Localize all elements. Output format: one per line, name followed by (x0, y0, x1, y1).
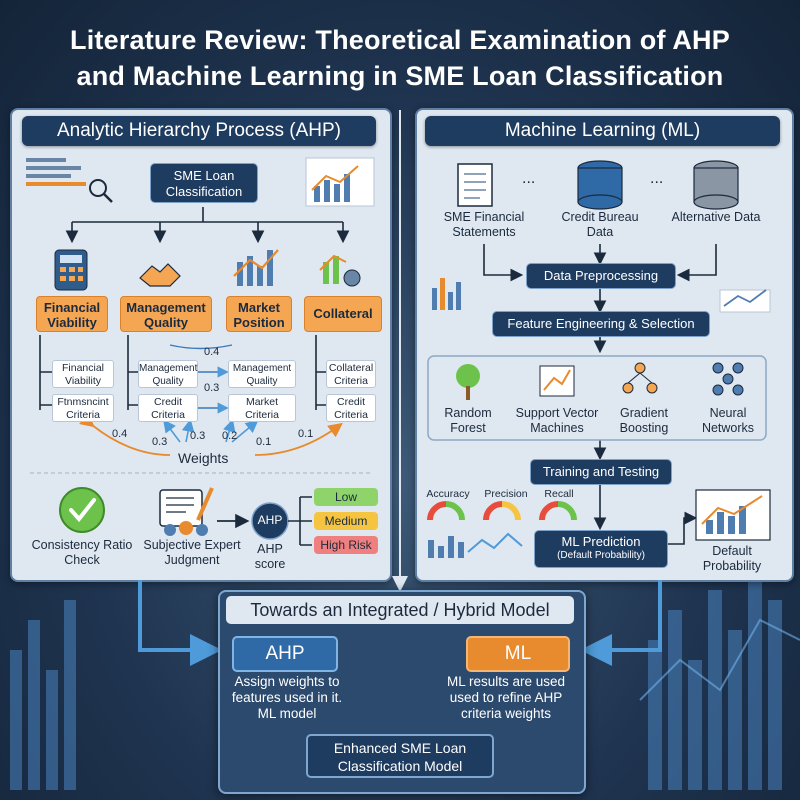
feature-engineering-box: Feature Engineering & Selection (492, 311, 710, 337)
ml-panel-header: Machine Learning (ML) (425, 116, 780, 146)
source-credit-bureau: Credit Bureau Data (561, 210, 639, 239)
title-line-2: and Machine Learning in SME Loan Classif… (76, 61, 724, 91)
weight-value-1: 0.4 (112, 428, 128, 440)
sub-criterion-management-quality-2: Management Quality (228, 360, 296, 388)
risk-low-badge: Low (314, 488, 378, 506)
sub-criterion-credit-criteria: Credit Criteria (138, 394, 198, 422)
weights-label: Weights (178, 450, 229, 466)
sub-criterion-market-criteria: Market Criteria (228, 394, 296, 422)
model-random-forest: Random Forest (444, 406, 492, 435)
source-alternative-data: Alternative Data (671, 210, 761, 224)
pair-weight-2: 0.3 (204, 382, 220, 394)
subjective-judgment-label: Subjective Expert Judgment (143, 538, 241, 567)
ahp-root-node: SME Loan Classification (150, 163, 258, 203)
default-probability-label: Default Probability (702, 544, 762, 573)
page-title: Literature Review: Theoretical Examinati… (0, 22, 800, 94)
model-neural-networks: Neural Networks (701, 406, 755, 435)
ellipsis-1: ... (522, 170, 536, 187)
weight-value-4: 0.2 (222, 430, 238, 442)
criterion-management-quality: Management Quality (120, 296, 212, 332)
hybrid-ml-description: ML results are used used to refine AHP c… (446, 674, 566, 721)
sub-criterion-credit-criteria-2: Credit Criteria (326, 394, 376, 422)
enhanced-model-box: Enhanced SME Loan Classification Model (306, 734, 494, 778)
sub-criterion-financial-criteria: Ftnmsncint Criteria (52, 394, 114, 422)
criterion-market-position: Market Position (226, 296, 292, 332)
weight-value-3: 0.3 (190, 430, 206, 442)
ml-prediction-label: ML Prediction (561, 534, 641, 549)
hybrid-header: Towards an Integrated / Hybrid Model (226, 596, 574, 624)
model-svm: Support Vector Machines (515, 406, 599, 435)
sub-criterion-management-quality: Management Quality (138, 360, 198, 388)
data-preprocessing-box: Data Preprocessing (526, 263, 676, 289)
hybrid-ml-box: ML (466, 636, 570, 672)
model-gradient-boosting: Gradient Boosting (619, 406, 669, 435)
sub-criterion-financial-viability: Financial Viability (52, 360, 114, 388)
ml-prediction-box: ML Prediction (Default Probability) (534, 530, 668, 568)
hybrid-ahp-description: Assign weights to features used in it. M… (231, 674, 343, 721)
criterion-financial-viability: Financial Viability (36, 296, 108, 332)
metric-recall: Recall (544, 488, 574, 500)
risk-high-badge: High Risk (314, 536, 378, 554)
consistency-ratio-label: Consistency Ratio Check (31, 538, 133, 567)
training-testing-box: Training and Testing (530, 459, 672, 485)
ahp-circle: AHP (257, 513, 283, 527)
metric-accuracy: Accuracy (426, 488, 470, 500)
weight-value-5: 0.1 (256, 436, 272, 448)
title-line-1: Literature Review: Theoretical Examinati… (70, 25, 730, 55)
weight-value-6: 0.1 (298, 428, 314, 440)
criterion-collateral: Collateral (304, 296, 382, 332)
weight-value-2: 0.3 (152, 436, 168, 448)
metric-precision: Precision (484, 488, 528, 500)
ml-prediction-sublabel: (Default Probability) (557, 550, 645, 561)
hybrid-ahp-box: AHP (232, 636, 338, 672)
ahp-panel-header: Analytic Hierarchy Process (AHP) (22, 116, 376, 146)
ahp-score-label: AHP score (254, 542, 286, 571)
ellipsis-2: ... (650, 170, 664, 187)
sub-criterion-collateral-criteria: Collateral Criteria (326, 360, 376, 388)
risk-medium-badge: Medium (314, 512, 378, 530)
pair-weight-1: 0.4 (204, 346, 220, 358)
source-financial-statements: SME Financial Statements (443, 210, 525, 239)
